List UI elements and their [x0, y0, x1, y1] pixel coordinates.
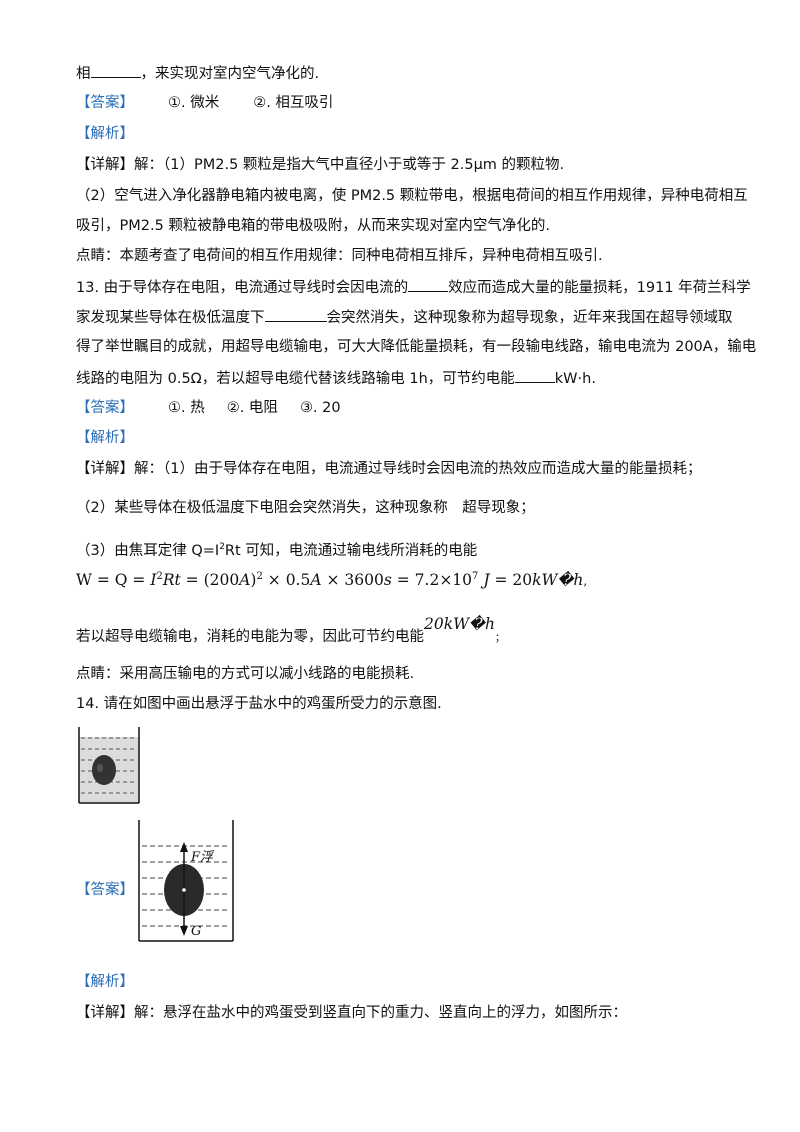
detail-13-line-2: （2）某些导体在极低温度下电阻会突然消失，这种现象称 超导现象； [76, 500, 535, 516]
question-13-line-2: 家发现某些导体在极低温度下 会突然消失，这种现象称为超导现象，近年来我国在超导领域… [76, 307, 733, 328]
text: 线路的电阻为 0.5Ω，若以超导电缆代替该线路输电 1h，可节约电能 [76, 371, 515, 387]
text: 若以超导电缆输电，消耗的电能为零，因此可节约电能 [76, 629, 424, 645]
answer-item: ②. 电阻 [226, 400, 278, 416]
text: （3）由焦耳定律 Q=I [76, 542, 220, 559]
answer-item: ①. 热 [168, 400, 205, 416]
blank [408, 277, 449, 292]
detail-13-line-5: 若以超导电缆输电，消耗的电能为零，因此可节约电能20kW�h； [76, 615, 505, 649]
analysis-tag: 【解析】 [76, 126, 134, 142]
formula-part: × 3600 [321, 571, 384, 590]
answer-tag: 【答案】 [76, 400, 134, 416]
detail-12-line-1: 【详解】解：（1）PM2.5 颗粒是指大气中直径小于或等于 2.5μm 的颗粒物… [76, 157, 565, 173]
text: 13. 由于导体存在电阻，电流通过导线时会因电流的 [76, 280, 409, 296]
gravity-label: G [191, 924, 201, 939]
answer-item: ①. 微米 [168, 95, 220, 111]
answer-force-diagram: F浮 G [136, 818, 236, 944]
formula-part: = 7.2×10 [391, 571, 473, 590]
text: Rt 可知，电流通过输电线所消耗的电能 [224, 542, 478, 559]
detail-14: 【详解】解：悬浮在盐水中的鸡蛋受到竖直向下的重力、竖直向上的浮力，如图所示： [76, 1005, 627, 1021]
answer-12: 【答案】 ①. 微米 ②. 相互吸引 [76, 93, 333, 113]
comment-13: 点睛：采用高压输电的方式可以减小线路的电能损耗. [76, 666, 415, 682]
question-14: 14. 请在如图中画出悬浮于盐水中的鸡蛋所受力的示意图. [76, 696, 442, 712]
formula-exponent: 2 [156, 571, 163, 582]
formula-part: J [478, 571, 490, 590]
formula-part: , [583, 574, 588, 589]
text: 相 [76, 66, 91, 82]
text: 会突然消失，这种现象称为超导现象，近年来我国在超导领域取 [326, 310, 733, 326]
formula-exponent: 7 [472, 571, 479, 582]
comment-12: 点睛：本题考查了电荷间的相互作用规律：同种电荷相互排斥，异种电荷相互吸引. [76, 248, 603, 264]
line-fill-blank-end: 相 ，来实现对室内空气净化的. [76, 63, 319, 84]
question-13-line-4: 线路的电阻为 0.5Ω，若以超导电缆代替该线路输电 1h，可节约电能 kW·h. [76, 368, 596, 389]
answer-tag: 【答案】 [76, 882, 134, 898]
blank [514, 368, 555, 383]
formula-part: W = Q = [76, 571, 151, 590]
beaker-svg [76, 725, 142, 805]
formula-part: s [383, 571, 392, 590]
formula-part: = 20 [489, 571, 533, 590]
formula-part: ) [250, 571, 257, 590]
formula-part: × 0.5 [262, 571, 311, 590]
text: ，来实现对室内空气净化的. [140, 66, 320, 82]
buoyancy-label: F浮 [190, 850, 215, 865]
text: kW·h. [554, 371, 596, 387]
formula-inline: 20kW�h [424, 615, 495, 633]
analysis-tag: 【解析】 [76, 974, 134, 990]
formula-part: A [239, 571, 251, 590]
formula-part: A [310, 571, 322, 590]
detail-12-line-2: （2）空气进入净化器静电箱内被电离，使 PM2.5 颗粒带电，根据电荷间的相互作… [76, 188, 748, 204]
detail-13-line-3: （3）由焦耳定律 Q=I2Rt 可知，电流通过输电线所消耗的电能 [76, 537, 477, 561]
superscript: 2 [219, 542, 225, 552]
text: 效应而造成大量的能量损耗，1911 年荷兰科学 [448, 280, 751, 296]
answer-item: ②. 相互吸引 [253, 95, 334, 111]
answer-13: 【答案】 ①. 热 ②. 电阻 ③. 20 [76, 398, 341, 418]
formula-part: Rt [162, 571, 181, 590]
text: 家发现某些导体在极低温度下 [76, 310, 265, 326]
blank [264, 307, 327, 322]
question-13-line-3: 得了举世瞩目的成就，用超导电缆输电，可大大降低能量损耗，有一段输电线路，输电电流… [76, 339, 757, 355]
detail-12-line-3: 吸引，PM2.5 颗粒被静电箱的带电极吸附，从而来实现对室内空气净化的. [76, 218, 551, 234]
answer-item: ③. 20 [299, 400, 341, 416]
formula-exponent: 2 [256, 571, 263, 582]
formula-part: kW�h [532, 571, 584, 590]
joule-formula: W = Q = I2Rt = (200A)2 × 0.5A × 3600s = … [76, 566, 587, 592]
formula-part: I [150, 571, 157, 590]
detail-13-line-1: 【详解】解：（1）由于导体存在电阻，电流通过导线时会因电流的热效应而造成大量的能… [76, 461, 702, 477]
beaker-egg-figure [76, 725, 142, 805]
blank [90, 63, 141, 78]
question-13-line-1: 13. 由于导体存在电阻，电流通过导线时会因电流的 效应而造成大量的能量损耗，19… [76, 277, 751, 298]
text: ； [494, 633, 505, 644]
analysis-tag: 【解析】 [76, 430, 134, 446]
formula-part: = (200 [180, 571, 240, 590]
force-diagram-svg: F浮 G [138, 820, 234, 942]
answer-tag: 【答案】 [76, 95, 134, 111]
